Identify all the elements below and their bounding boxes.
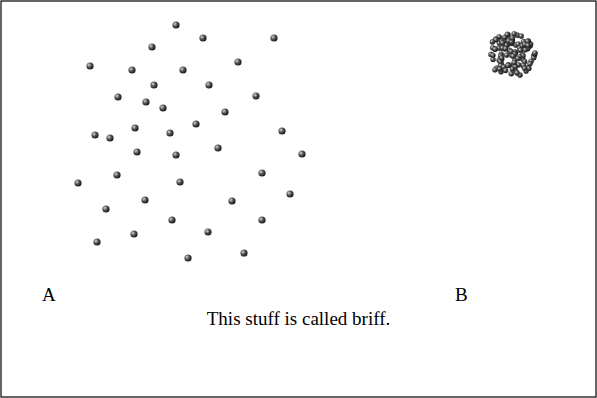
particle — [518, 48, 523, 53]
caption: This stuff is called briff. — [207, 308, 390, 331]
particle — [159, 104, 166, 111]
particle — [93, 238, 100, 245]
particle — [286, 190, 293, 197]
particle — [133, 148, 140, 155]
particle — [172, 151, 179, 158]
particle — [102, 205, 109, 212]
particle — [510, 53, 515, 58]
particle — [192, 120, 199, 127]
clustered-particles — [488, 31, 537, 77]
particle — [240, 249, 247, 256]
particle — [184, 254, 191, 261]
particle — [86, 62, 93, 69]
particle — [492, 46, 497, 51]
particle — [234, 58, 241, 65]
particle — [106, 134, 113, 141]
particle — [130, 230, 137, 237]
particle — [519, 34, 524, 39]
particle — [199, 34, 206, 41]
particle — [490, 39, 495, 44]
particle — [492, 67, 497, 72]
particle — [497, 66, 502, 71]
particle — [204, 228, 211, 235]
particle — [74, 179, 81, 186]
particle — [515, 56, 520, 61]
particle — [214, 144, 221, 151]
particle — [490, 53, 495, 58]
region-label: A — [42, 284, 56, 307]
particle — [278, 127, 285, 134]
particle — [499, 55, 504, 60]
particle — [179, 66, 186, 73]
particle — [258, 216, 265, 223]
region-label: B — [455, 284, 468, 307]
particle — [176, 178, 183, 185]
particle — [205, 81, 212, 88]
particle — [113, 171, 120, 178]
particle — [298, 150, 305, 157]
particle — [114, 93, 121, 100]
particle — [514, 70, 519, 75]
particle — [148, 43, 155, 50]
particle — [228, 197, 235, 204]
particle — [168, 216, 175, 223]
particle — [252, 92, 259, 99]
particle — [532, 50, 537, 55]
particle — [527, 61, 532, 66]
particle — [522, 66, 527, 71]
particle — [270, 34, 277, 41]
particle — [503, 68, 508, 73]
particle — [512, 60, 517, 65]
spread-particles — [74, 21, 305, 261]
particle — [510, 35, 515, 40]
particle — [500, 40, 505, 45]
particle — [150, 81, 157, 88]
particle — [142, 98, 149, 105]
particle — [509, 71, 514, 76]
particle — [141, 196, 148, 203]
particle — [166, 129, 173, 136]
particle — [131, 124, 138, 131]
particle — [505, 32, 510, 37]
particle — [505, 32, 510, 37]
particle — [503, 46, 508, 51]
particle — [505, 63, 510, 68]
particle — [504, 52, 509, 57]
particle — [221, 108, 228, 115]
particle — [91, 131, 98, 138]
particle — [172, 21, 179, 28]
particle — [258, 169, 265, 176]
particle — [128, 66, 135, 73]
particle — [525, 43, 530, 48]
particle — [492, 47, 497, 52]
